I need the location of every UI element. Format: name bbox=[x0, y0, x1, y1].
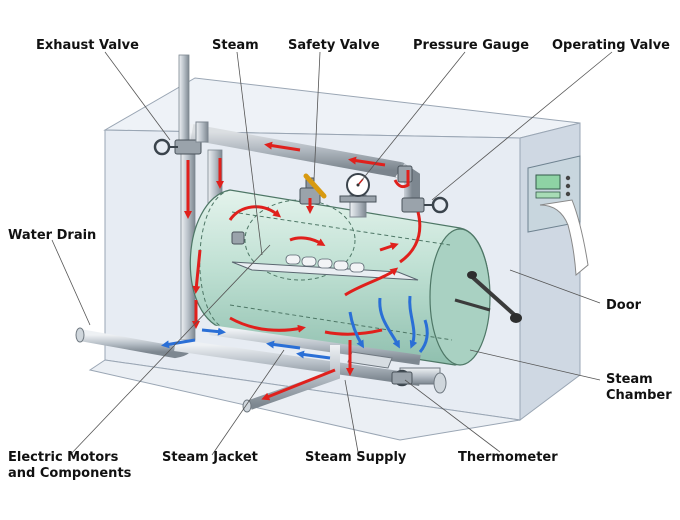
label-pressure-gauge: Pressure Gauge bbox=[413, 38, 530, 53]
steam-flow-arrows bbox=[184, 141, 422, 401]
label-electric-motors-line1: Electric Motors bbox=[8, 450, 119, 465]
label-door: Door bbox=[606, 298, 642, 313]
label-steam-chamber-line1: Steam bbox=[606, 372, 653, 387]
label-steam-chamber-line2: Chamber bbox=[606, 388, 672, 403]
condensate-flow-arrows bbox=[161, 295, 429, 360]
door-handle bbox=[454, 271, 522, 323]
label-operating-valve: Operating Valve bbox=[552, 38, 670, 53]
water-drain-valve-icon bbox=[231, 231, 245, 245]
label-electric-motors-line2: and Components bbox=[8, 466, 132, 481]
label-exhaust-valve: Exhaust Valve bbox=[36, 38, 139, 53]
control-panel bbox=[527, 155, 589, 277]
label-thermometer: Thermometer bbox=[458, 450, 558, 465]
label-water-drain: Water Drain bbox=[8, 228, 97, 243]
thermometer-icon bbox=[391, 369, 413, 387]
exhaust-valve-icon bbox=[153, 121, 209, 156]
label-steam: Steam bbox=[212, 38, 259, 53]
label-leader-lines bbox=[51, 51, 613, 456]
pressure-gauge-icon bbox=[339, 173, 377, 218]
inner-tray bbox=[231, 254, 419, 281]
label-steam-supply: Steam Supply bbox=[305, 450, 407, 465]
steam-jacket-pipe bbox=[174, 325, 447, 413]
label-safety-valve: Safety Valve bbox=[288, 38, 380, 53]
label-steam-jacket: Steam Jacket bbox=[162, 450, 258, 465]
pressure-tank bbox=[189, 189, 491, 366]
